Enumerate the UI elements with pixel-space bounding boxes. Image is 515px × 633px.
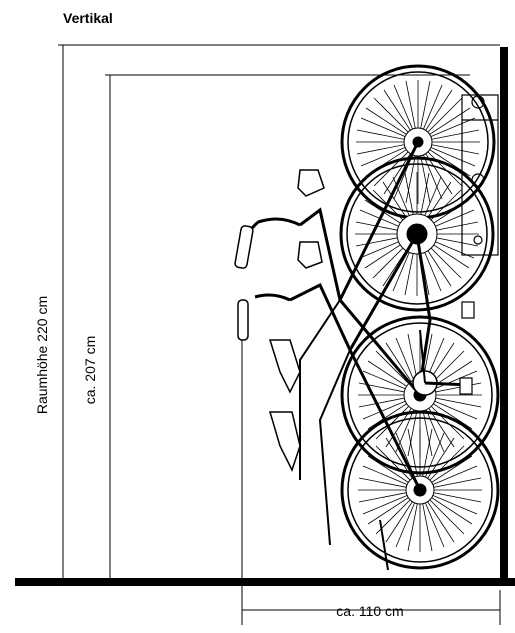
room-height-label: Raumhöhe 220 cm: [34, 296, 50, 414]
bike-front: [237, 156, 500, 571]
wall: [500, 47, 508, 582]
floor: [15, 578, 515, 586]
bike-height-label: ca. 207 cm: [82, 336, 98, 404]
diagram-title: Vertikal: [63, 10, 113, 26]
bike-height-dimension: [105, 74, 470, 583]
room-height-dimension: [58, 44, 500, 583]
wheel-upper-front: [339, 156, 495, 312]
depth-label: ca. 110 cm: [336, 603, 403, 619]
depth-dimension: [241, 340, 501, 625]
